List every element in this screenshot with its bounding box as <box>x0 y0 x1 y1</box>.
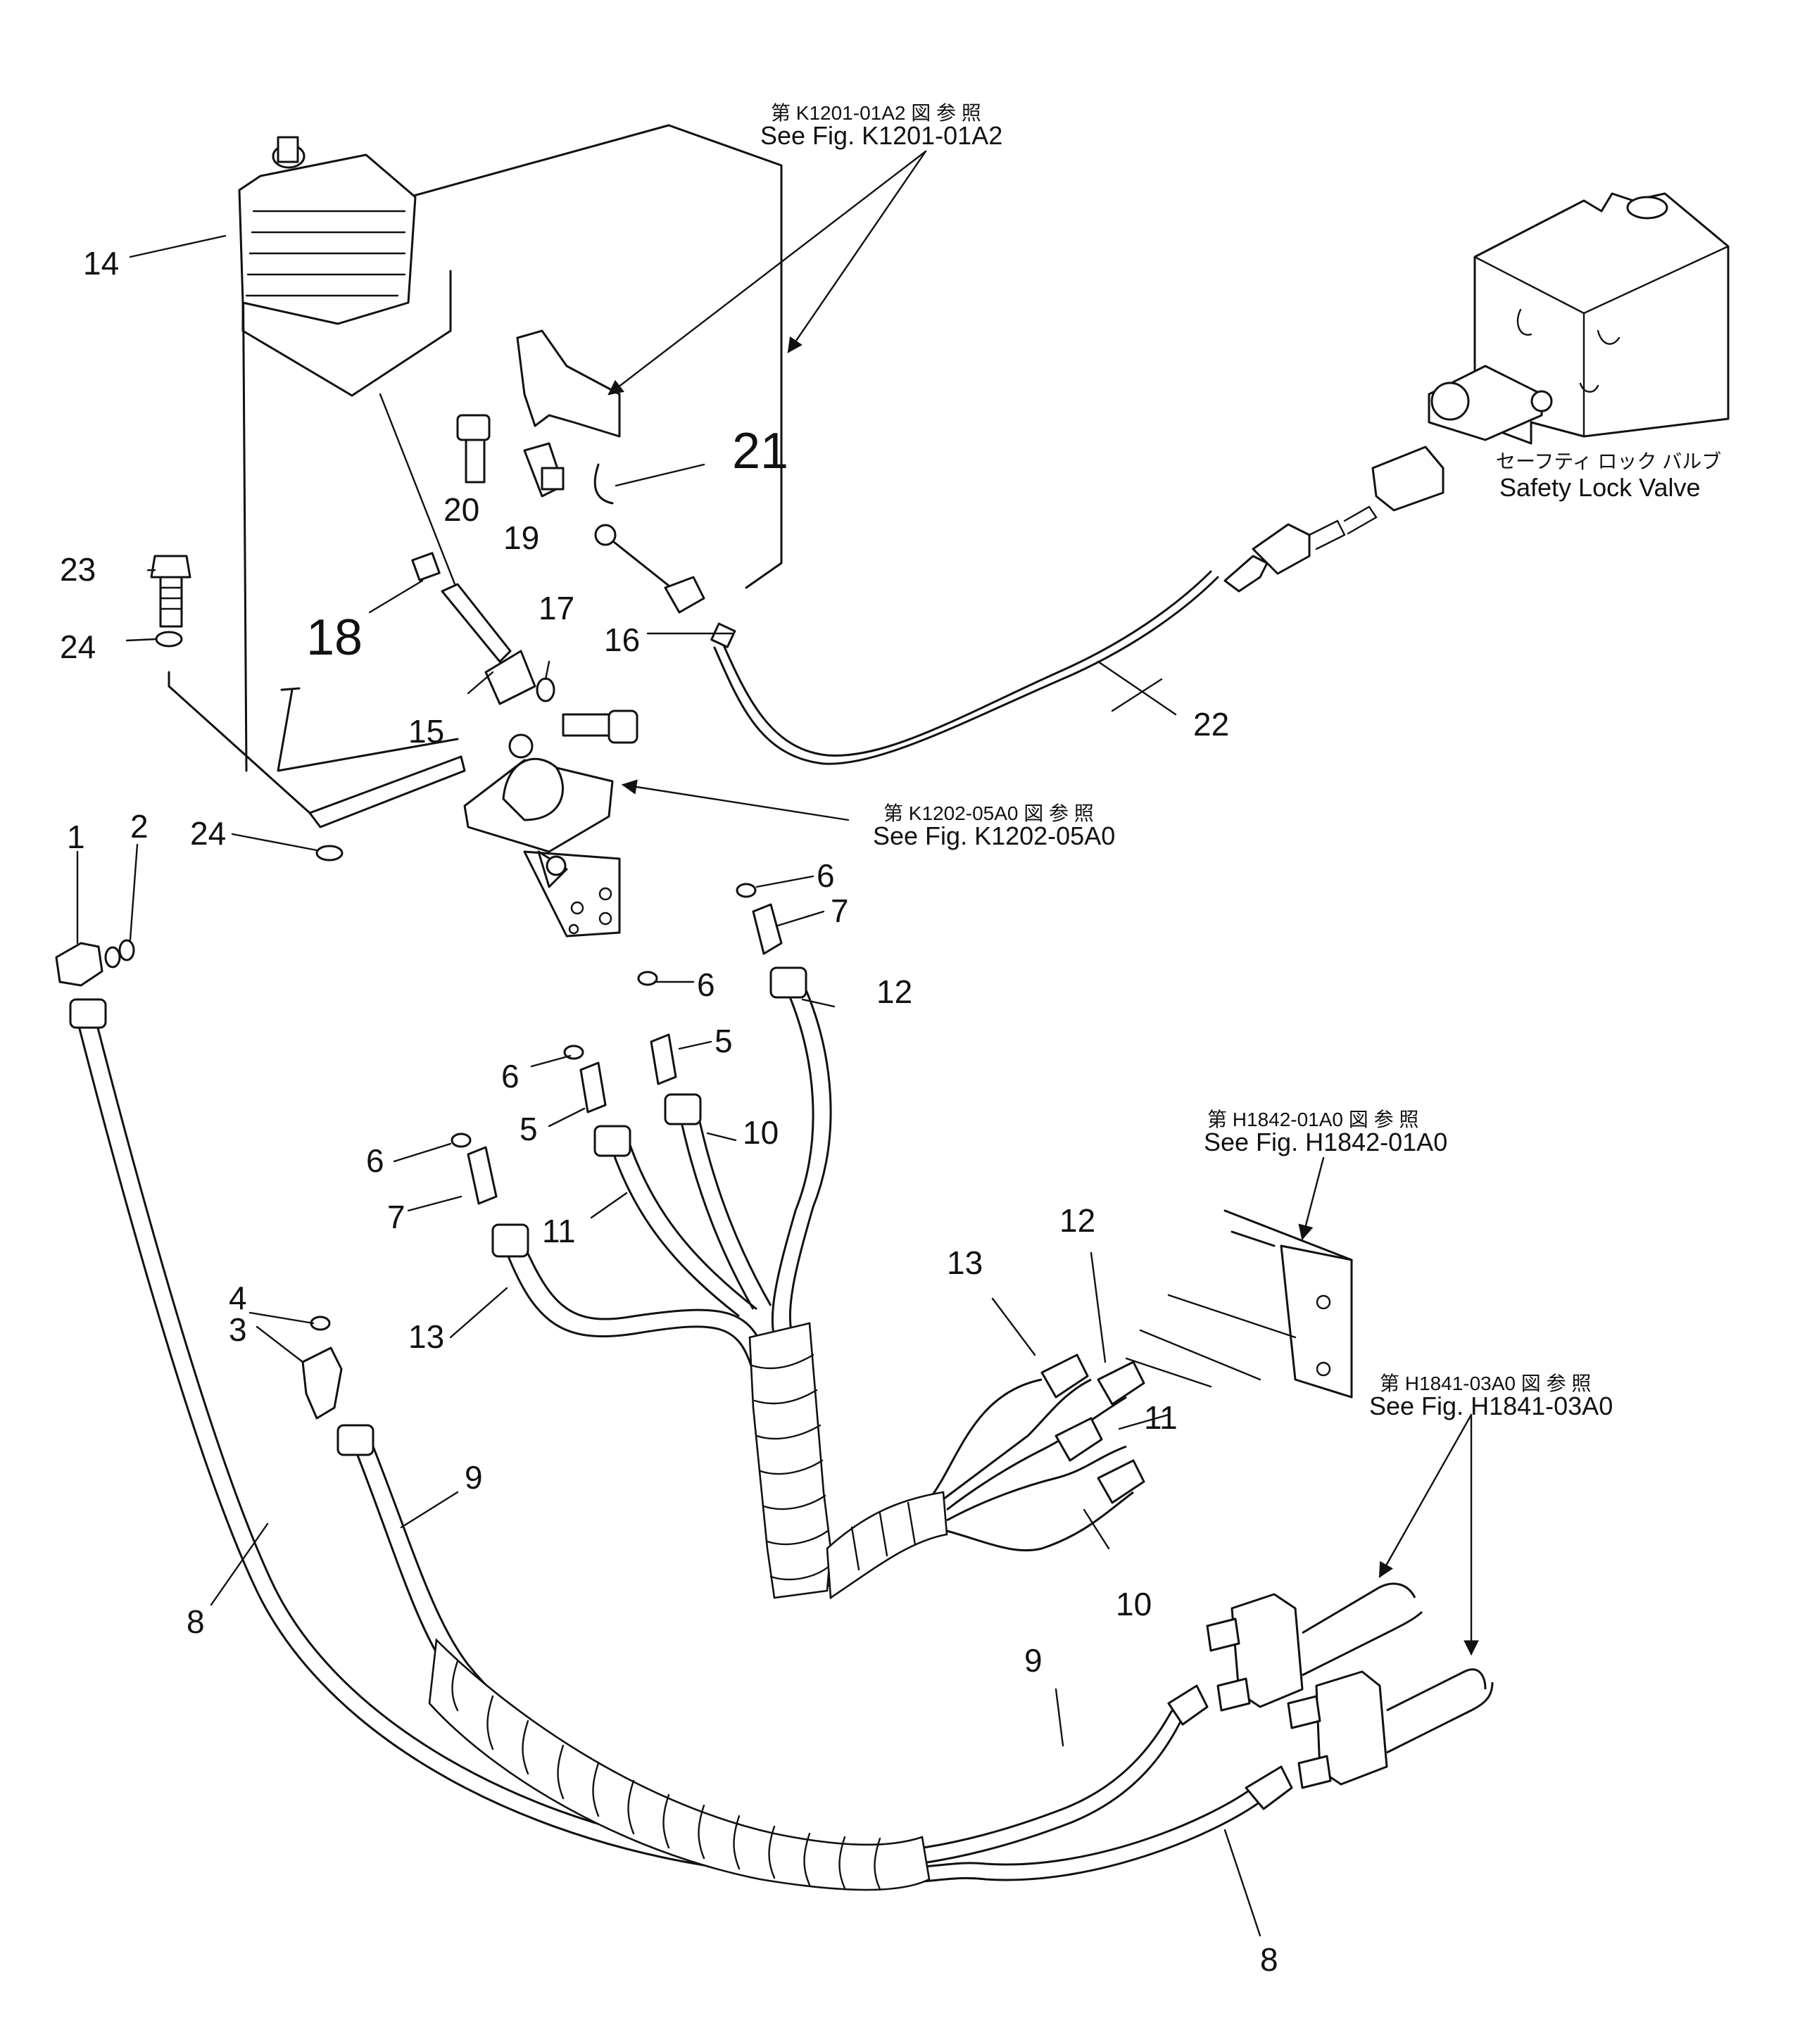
o-ring-6b <box>637 971 658 986</box>
bracket-base <box>168 671 466 828</box>
fitting-3 <box>301 1346 343 1420</box>
manifold-plate <box>1125 1209 1353 1399</box>
callout-10b: 10 <box>1116 1586 1152 1622</box>
hose-wrap-main <box>428 1638 931 1891</box>
solenoid-valve-lower <box>1287 1668 1494 1789</box>
adapter-5a <box>650 1033 677 1085</box>
rod-fitting-16 <box>594 524 705 614</box>
callout-5a: 5 <box>715 1023 733 1059</box>
callout-6d: 6 <box>366 1142 384 1179</box>
safety-lock-valve <box>1428 192 1730 445</box>
callout-20: 20 <box>443 491 479 528</box>
callout-9a: 9 <box>465 1459 483 1496</box>
callout-6c: 6 <box>501 1058 520 1094</box>
hose-wrap-vertical <box>748 1322 832 1599</box>
callout-18: 18 <box>306 610 363 666</box>
callout-6b: 6 <box>697 966 715 1003</box>
callout-11a: 11 <box>542 1213 576 1249</box>
ref-k1201-jp: 第 K1201-01A2 図 参 照 <box>771 102 981 124</box>
lever-rod-18 <box>411 552 536 705</box>
hose-wrap-right <box>826 1491 948 1600</box>
callout-4: 4 <box>229 1280 247 1316</box>
adapter-7a <box>752 903 783 955</box>
callout-24-top: 24 <box>60 629 96 665</box>
ref-h1842-en: See Fig. H1842-01A0 <box>1204 1128 1447 1156</box>
ref-h1841: 第 H1841-03A0 図 参 照 See Fig. H1841-03A0 <box>1369 1373 1613 1420</box>
callout-8a: 8 <box>187 1603 205 1640</box>
clip-21 <box>593 463 614 505</box>
ppc-valve <box>463 733 621 938</box>
hose-10-upper <box>664 1093 772 1310</box>
callout-15: 15 <box>408 713 444 750</box>
valve-label-jp: セーフティ ロック バルブ <box>1496 450 1721 472</box>
safety-lock-valve-label: セーフティ ロック バルブ Safety Lock Valve <box>1496 450 1721 502</box>
hose-11-upper <box>593 1125 757 1318</box>
ref-k1201-en: See Fig. K1201-01A2 <box>760 121 1002 150</box>
hoses-right-run <box>943 1354 1145 1552</box>
bolt-16 <box>562 709 638 744</box>
valve-adapter <box>1371 446 1445 512</box>
o-ring-6a <box>736 883 757 898</box>
callout-14: 14 <box>83 245 119 282</box>
bolt-23 <box>150 555 191 628</box>
callout-24-bottom: 24 <box>190 815 226 852</box>
valve-label-en: Safety Lock Valve <box>1499 473 1701 502</box>
bolt-17-washer <box>536 677 555 702</box>
ref-h1841-jp: 第 H1841-03A0 図 参 照 <box>1380 1373 1591 1394</box>
ref-k1201: 第 K1201-01A2 図 参 照 See Fig. K1201-01A2 <box>760 102 1002 150</box>
callout-3: 3 <box>229 1311 247 1348</box>
washer-24-top <box>155 631 183 648</box>
callout-2: 2 <box>130 808 149 845</box>
callout-11b: 11 <box>1144 1399 1178 1436</box>
callout-22: 22 <box>1193 706 1229 743</box>
callout-9b: 9 <box>1024 1642 1043 1679</box>
callout-10a: 10 <box>743 1114 779 1151</box>
callout-17: 17 <box>539 590 574 626</box>
ref-h1841-en: See Fig. H1841-03A0 <box>1369 1392 1613 1420</box>
callout-12b: 12 <box>1059 1202 1095 1239</box>
adapter-5b <box>579 1061 607 1114</box>
o-ring-6d <box>451 1133 472 1148</box>
callout-numbers: 14 21 20 19 23 24 18 17 16 15 22 24 1 2 … <box>60 245 1278 1978</box>
hose-8 <box>69 998 1293 1885</box>
callout-19: 19 <box>503 519 539 556</box>
cable-22 <box>710 505 1378 765</box>
fitting-1 <box>55 942 121 987</box>
callout-1: 1 <box>67 819 85 855</box>
lever-boot-14 <box>238 136 417 325</box>
callout-21: 21 <box>732 423 788 479</box>
callout-13b: 13 <box>947 1244 983 1281</box>
callout-5b: 5 <box>520 1111 538 1147</box>
lock-lever-arm <box>516 329 621 438</box>
ref-k1202-en: See Fig. K1202-05A0 <box>873 821 1115 850</box>
callout-7a: 7 <box>831 892 849 929</box>
adapter-7b <box>467 1146 498 1205</box>
leader-lines <box>76 150 1479 1937</box>
solenoid-valve-upper <box>1206 1582 1423 1712</box>
ref-k1202: 第 K1202-05A0 図 参 照 See Fig. K1202-05A0 <box>873 802 1115 850</box>
callout-23: 23 <box>60 551 96 588</box>
ref-h1842: 第 H1842-01A0 図 参 照 See Fig. H1842-01A0 <box>1204 1109 1447 1156</box>
callout-13a: 13 <box>408 1318 444 1355</box>
callout-7b: 7 <box>387 1199 405 1235</box>
switch-19 <box>523 442 565 498</box>
hose-12-upper <box>769 966 832 1338</box>
callout-12a: 12 <box>876 973 912 1010</box>
washer-24-bottom <box>315 845 344 862</box>
callout-16: 16 <box>604 622 640 658</box>
bolt-20 <box>456 414 491 484</box>
o-ring-2 <box>118 939 135 961</box>
ref-k1202-jp: 第 K1202-05A0 図 参 照 <box>883 802 1094 824</box>
callout-8b: 8 <box>1260 1941 1278 1978</box>
ref-h1842-jp: 第 H1842-01A0 図 参 照 <box>1207 1109 1418 1130</box>
callout-6a: 6 <box>817 857 835 894</box>
